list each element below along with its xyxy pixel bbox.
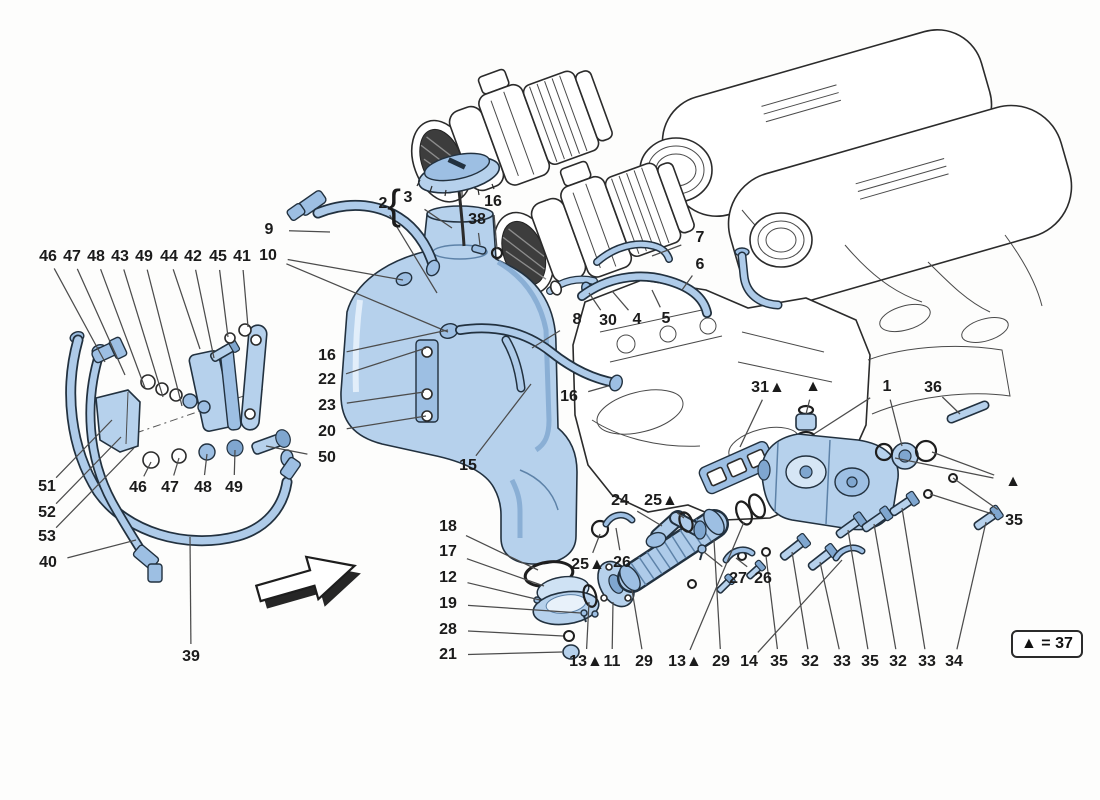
bracket-assembly [91,323,291,469]
hose-40 [85,344,163,583]
part-label-9-10: 9 [264,221,274,238]
part-label-49-55: 49 [225,479,243,496]
part-label-32-66: 32 [889,653,907,670]
part-label-13-59: 13▲ [668,653,702,670]
part-label-5-21: 5 [661,310,671,327]
part-label-2-11: 2 [378,195,388,212]
part-label-43-3: 43 [111,248,129,265]
hose-8 [734,247,783,310]
part-label-47-53: 47 [161,479,179,496]
part-label-40-50: 40 [39,554,57,571]
part-label-42-6: 42 [184,248,202,265]
part-label-1-31: 1 [882,378,892,395]
part-label-3-13: 3 [403,189,413,206]
part-label-4-20: 4 [632,311,642,328]
part-label-38-15: 38 [468,211,486,228]
part-label-33-64: 33 [833,653,851,670]
part-label-27-39: 27 [729,570,747,587]
oil-filter-flange-group [523,493,866,660]
part-label-32-63: 32 [801,653,819,670]
part-label-44-5: 44 [160,248,178,265]
part-label-18-41: 18 [439,518,457,535]
part-label-16-28: 16 [560,388,578,405]
part-label-25-36: 25▲ [644,492,678,509]
part-label-31-29: 31▲ [751,379,785,396]
part-label-15-27: 15 [459,457,477,474]
part-label-8-18: 8 [572,311,582,328]
part-label-51-47: 51 [38,478,56,495]
part-label-brace-12: { [386,181,402,228]
part-label-33-67: 33 [918,653,936,670]
blowby-hoses [546,240,712,318]
part-label-52-48: 52 [38,504,56,521]
part-label-14-61: 14 [740,653,758,670]
part-label-16-14: 16 [484,193,502,210]
part-label-12-43: 12 [439,569,457,586]
part-label-21-46: 21 [439,646,457,663]
part-label-46-52: 46 [129,479,147,496]
part-label-41-8: 41 [233,248,251,265]
part-label-6-17: 6 [695,256,705,273]
part-label-7-16: 7 [695,229,705,246]
part-label-35-65: 35 [861,653,879,670]
part-label-29-60: 29 [712,653,730,670]
part-label-20-25: 20 [318,423,336,440]
part-label-25-37: 25▲ [571,556,605,573]
part-label-45-7: 45 [209,248,227,265]
part-label-28-45: 28 [439,621,457,638]
part-label-10-9: 10 [259,247,277,264]
part-label-11-57: 11 [603,653,621,670]
part-label-48-2: 48 [87,248,105,265]
part-label-39-51: 39 [182,648,200,665]
oil-tank-cap [416,152,501,247]
legend-box: ▲ = 37 [1011,630,1083,658]
part-label-34-68: 34 [945,653,963,670]
part-label-brace-30: ▲ [805,378,821,395]
part-label-49-4: 49 [135,248,153,265]
breather-pipes [455,323,623,393]
part-label-17-42: 17 [439,543,457,560]
part-label-35-62: 35 [770,653,788,670]
part-label-26-40: 26 [754,570,772,587]
part-label-35-34: 35 [1005,512,1023,529]
part-label-29-58: 29 [635,653,653,670]
part-label-53-49: 53 [38,528,56,545]
part-label-26-38: 26 [613,554,631,571]
part-label-23-24: 23 [318,397,336,414]
part-label-47-1: 47 [63,248,81,265]
part-label-48-54: 48 [194,479,212,496]
direction-arrow [254,555,361,609]
part-label-19-44: 19 [439,595,457,612]
leader-lines [53,208,999,656]
oil-pump [757,400,990,531]
part-label-50-26: 50 [318,449,336,466]
part-label-30-19: 30 [599,312,617,329]
part-label-36-32: 36 [924,379,942,396]
part-label-24-35: 24 [611,492,629,509]
part-label-13-56: 13▲ [569,653,603,670]
part-label-46-0: 46 [39,248,57,265]
hose-9 [286,190,441,277]
part-label-22-23: 22 [318,371,336,388]
part-label-brace-33: ▲ [1005,473,1021,490]
part-label-16-22: 16 [318,347,336,364]
legend-text: ▲ = 37 [1021,635,1073,652]
hose-39 [65,331,301,547]
